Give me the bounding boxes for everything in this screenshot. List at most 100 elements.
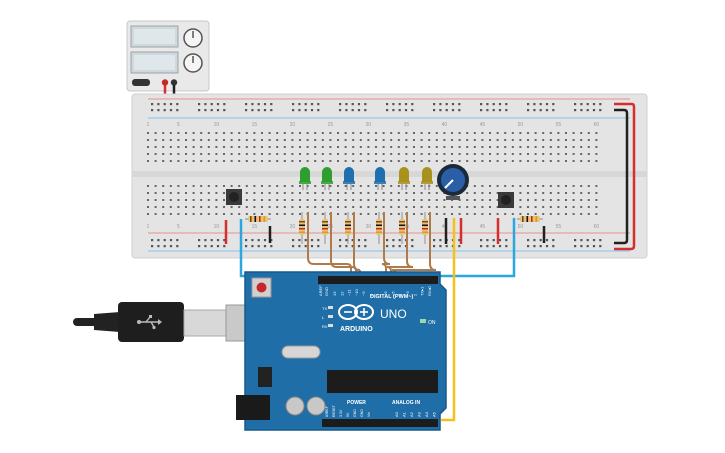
gnd-label: GND bbox=[324, 287, 329, 296]
power-jack[interactable] bbox=[236, 395, 270, 420]
led-blue-1[interactable] bbox=[343, 167, 355, 190]
tx-label: TX bbox=[322, 306, 327, 311]
column-number: 40 bbox=[442, 224, 448, 230]
column-number: 50 bbox=[518, 122, 524, 128]
analog-pin-label: A4 bbox=[424, 411, 429, 417]
resistor[interactable] bbox=[245, 216, 271, 222]
resistor[interactable] bbox=[299, 212, 305, 244]
arduino-logo bbox=[338, 304, 374, 320]
atmega-chip bbox=[327, 370, 438, 393]
digital-pin-label: 2 bbox=[412, 293, 417, 296]
resistor[interactable] bbox=[345, 212, 351, 244]
analog-pin-label: A0 bbox=[394, 411, 399, 417]
brand-label: ARDUINO bbox=[340, 326, 373, 333]
column-number: 50 bbox=[518, 224, 524, 230]
column-number: 40 bbox=[442, 122, 448, 128]
digital-pin-label: ~10 bbox=[354, 288, 359, 296]
resistor[interactable] bbox=[422, 212, 428, 244]
dc-power-supply[interactable] bbox=[126, 20, 210, 92]
pushbutton-right[interactable] bbox=[498, 192, 514, 208]
model-label: UNO bbox=[380, 307, 407, 321]
power-label: POWER bbox=[347, 400, 366, 406]
column-number: 35 bbox=[404, 122, 410, 128]
analog-pin-label: A5 bbox=[432, 411, 437, 417]
rail-red-jumper[interactable] bbox=[614, 102, 636, 251]
wire-yellow-pot[interactable] bbox=[441, 218, 456, 422]
analog-pin-label: A3 bbox=[417, 411, 422, 417]
column-number: 25 bbox=[328, 122, 334, 128]
column-number: 45 bbox=[480, 224, 486, 230]
digital-pin-label: ~6 bbox=[383, 291, 388, 296]
arduino-uno[interactable]: ARDUINO UNO DIGITAL (PWM~) POWER ANALOG … bbox=[236, 271, 447, 431]
digital-pin-label: ~3 bbox=[405, 291, 410, 296]
rail-black-jumper[interactable] bbox=[614, 108, 629, 245]
column-number: 1 bbox=[147, 224, 150, 230]
digital-pin-label: ~9 bbox=[361, 291, 366, 296]
power-pin-label: 3.3V bbox=[339, 409, 343, 417]
power-pin-label: GND bbox=[353, 409, 357, 417]
column-number: 1 bbox=[147, 122, 150, 128]
resistor[interactable] bbox=[322, 212, 328, 244]
digital-pin-label: 8 bbox=[369, 293, 374, 296]
digital-pin-label: ~5 bbox=[390, 291, 395, 296]
rx-label: RX bbox=[322, 324, 328, 329]
led-yellow-1[interactable] bbox=[398, 167, 410, 190]
column-number: 60 bbox=[594, 122, 600, 128]
column-number: 55 bbox=[556, 122, 562, 128]
led-signal-wire[interactable] bbox=[386, 212, 414, 283]
column-number: 55 bbox=[556, 224, 562, 230]
analog-label: ANALOG IN bbox=[392, 400, 420, 406]
column-number: 20 bbox=[290, 224, 296, 230]
led-blue-2[interactable] bbox=[374, 167, 386, 190]
led-yellow-2[interactable] bbox=[421, 167, 433, 190]
terminal-positive[interactable] bbox=[161, 79, 169, 86]
column-number: 5 bbox=[177, 122, 180, 128]
led-green-2[interactable] bbox=[321, 167, 333, 190]
power-pin-label: 5V bbox=[346, 412, 350, 417]
column-number: 45 bbox=[480, 122, 486, 128]
on-label: ON bbox=[428, 320, 436, 326]
resistor[interactable] bbox=[399, 212, 405, 244]
column-number: 15 bbox=[252, 122, 258, 128]
led-signal-wire[interactable] bbox=[381, 212, 391, 283]
digital-pin-label: RX◂0 bbox=[427, 285, 432, 296]
digital-pin-label: 4 bbox=[398, 293, 403, 296]
digital-pin-label: 13 bbox=[332, 291, 337, 296]
pushbutton-left[interactable] bbox=[226, 189, 242, 205]
column-number: 5 bbox=[177, 224, 180, 230]
usb-cable[interactable] bbox=[73, 302, 272, 342]
column-number: 20 bbox=[290, 122, 296, 128]
analog-pin-label: A2 bbox=[409, 411, 414, 417]
column-number: 15 bbox=[252, 224, 258, 230]
digital-pin-label: ~11 bbox=[347, 289, 352, 296]
column-number: 10 bbox=[214, 122, 220, 128]
power-pin-label: RESET bbox=[332, 404, 336, 417]
led-row[interactable] bbox=[299, 167, 433, 190]
power-pin-label: GND bbox=[360, 409, 364, 417]
power-pin-label: Vin bbox=[367, 412, 371, 417]
aref-label: AREF bbox=[318, 285, 323, 296]
digital-pin-label: 12 bbox=[339, 291, 344, 296]
column-number: 10 bbox=[214, 224, 220, 230]
usb-icon bbox=[137, 315, 162, 330]
resistors[interactable] bbox=[245, 212, 543, 244]
digital-label: DIGITAL (PWM~) bbox=[370, 294, 414, 300]
resistor[interactable] bbox=[517, 216, 543, 222]
column-number: 30 bbox=[366, 122, 372, 128]
analog-pin-label: A1 bbox=[402, 411, 407, 417]
l-label: L bbox=[322, 315, 325, 320]
column-number: 60 bbox=[594, 224, 600, 230]
breadboard[interactable]: 1155101015152020252530303535404045455050… bbox=[131, 93, 648, 259]
power-pin-label: IOREF bbox=[325, 405, 329, 417]
digital-pin-label: 7 bbox=[376, 293, 381, 296]
digital-pin-label: TX▸1 bbox=[420, 286, 425, 296]
potentiometer[interactable] bbox=[437, 164, 469, 200]
column-number: 30 bbox=[366, 224, 372, 230]
led-green-1[interactable] bbox=[299, 167, 311, 190]
resistor[interactable] bbox=[376, 212, 382, 244]
terminal-negative[interactable] bbox=[170, 79, 178, 86]
